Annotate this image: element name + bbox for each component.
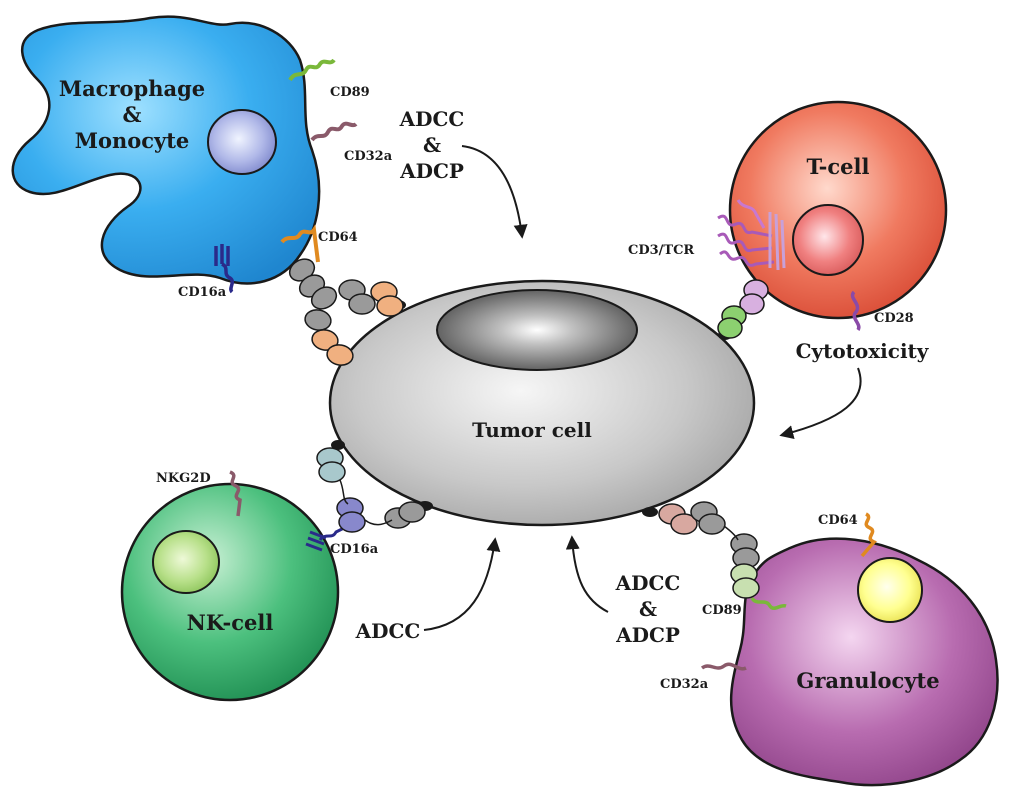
granulocyte-cd89-receptor	[750, 596, 787, 610]
t-cell-nucleus	[792, 204, 864, 276]
granulocyte-process-line1: ADCC	[615, 571, 681, 595]
t-cell-cd28-receptor	[850, 290, 861, 331]
macrophage-label-line3: Monocyte	[75, 128, 190, 153]
nk-cell-cd16a-receptor	[305, 526, 345, 552]
t-cell-cd3tcr-label: CD3/TCR	[628, 243, 694, 258]
tumor-cell-nucleus	[436, 289, 638, 371]
t-cell-label: T-cell	[807, 154, 870, 179]
macrophage-process-line3: ADCP	[399, 159, 464, 183]
macrophage-label-line2: &	[123, 102, 142, 127]
granulocyte-process-line2: &	[639, 597, 657, 621]
nk-cell-label: NK-cell	[187, 610, 274, 635]
nk-antibody	[316, 447, 426, 533]
nk-arrow	[423, 537, 501, 631]
nk-cell-cd16a-label: CD16a	[330, 542, 379, 557]
tumor-cell-body	[328, 279, 756, 527]
macrophage-cd16a-label: CD16a	[178, 285, 227, 300]
nk-cell-nucleus	[152, 530, 220, 594]
t-cell-arrow	[779, 367, 862, 439]
granulocyte-label: Granulocyte	[796, 668, 939, 693]
macrophage-label-line1: Macrophage	[59, 76, 205, 101]
nk-cell-nkg2d-receptor	[229, 470, 242, 517]
granulocyte-nucleus	[857, 557, 923, 623]
granulocyte-antibody	[658, 501, 760, 599]
macrophage-cd32a-receptor	[310, 121, 358, 142]
macrophage-cd89-label: CD89	[330, 85, 370, 100]
tumor-antigen	[331, 440, 345, 450]
macrophage-body	[11, 15, 321, 285]
t-cell: T-cell CD3/TCR CD28 Cytotoxicity	[628, 100, 948, 439]
macrophage-nucleus	[207, 109, 277, 175]
t-cell-engager	[717, 279, 769, 339]
granulocyte-process-line3: ADCP	[615, 623, 680, 647]
granulocyte-process: ADCC & ADCP	[565, 535, 681, 647]
nk-cell-body	[120, 482, 340, 702]
tumor-cell-label: Tumor cell	[472, 418, 592, 442]
nk-process: ADCC	[355, 537, 501, 643]
granulocyte-body	[729, 537, 999, 787]
nk-cell: NK-cell NKG2D CD16a	[120, 470, 379, 702]
nk-process-label: ADCC	[355, 619, 421, 643]
nk-cell-nkg2d-label: NKG2D	[156, 471, 211, 486]
granulocyte-cd64-label: CD64	[818, 513, 858, 528]
macrophage-arrow	[461, 145, 528, 239]
macrophage-process-line2: &	[423, 133, 441, 157]
t-cell-process-label: Cytotoxicity	[796, 339, 930, 363]
t-cell-cd3tcr-receptor	[717, 199, 786, 271]
tumor-antigen	[642, 507, 658, 517]
granulocyte-cd32a-receptor	[700, 662, 747, 671]
macrophage-process: ADCC & ADCP	[399, 107, 528, 239]
granulocyte-cell: Granulocyte CD64 CD89 CD32a	[660, 512, 999, 787]
macrophage-cd89-receptor	[288, 58, 336, 82]
macrophage-antibody	[288, 258, 404, 366]
granulocyte-cd64-receptor	[860, 512, 877, 558]
granulocyte-cd89-label: CD89	[702, 603, 742, 618]
macrophage-cell: Macrophage & Monocyte CD89 CD32a CD64 CD…	[11, 15, 393, 300]
macrophage-cd32a-label: CD32a	[344, 149, 393, 164]
t-cell-cd28-label: CD28	[874, 311, 914, 326]
granulocyte-cd32a-label: CD32a	[660, 677, 709, 692]
macrophage-cd64-receptor	[280, 224, 320, 263]
macrophage-cd64-label: CD64	[318, 230, 358, 245]
macrophage-cd16a-receptor	[214, 244, 235, 294]
granulocyte-arrow	[565, 535, 609, 613]
tumor-cell: Tumor cell	[328, 279, 756, 527]
macrophage-process-line1: ADCC	[399, 107, 465, 131]
